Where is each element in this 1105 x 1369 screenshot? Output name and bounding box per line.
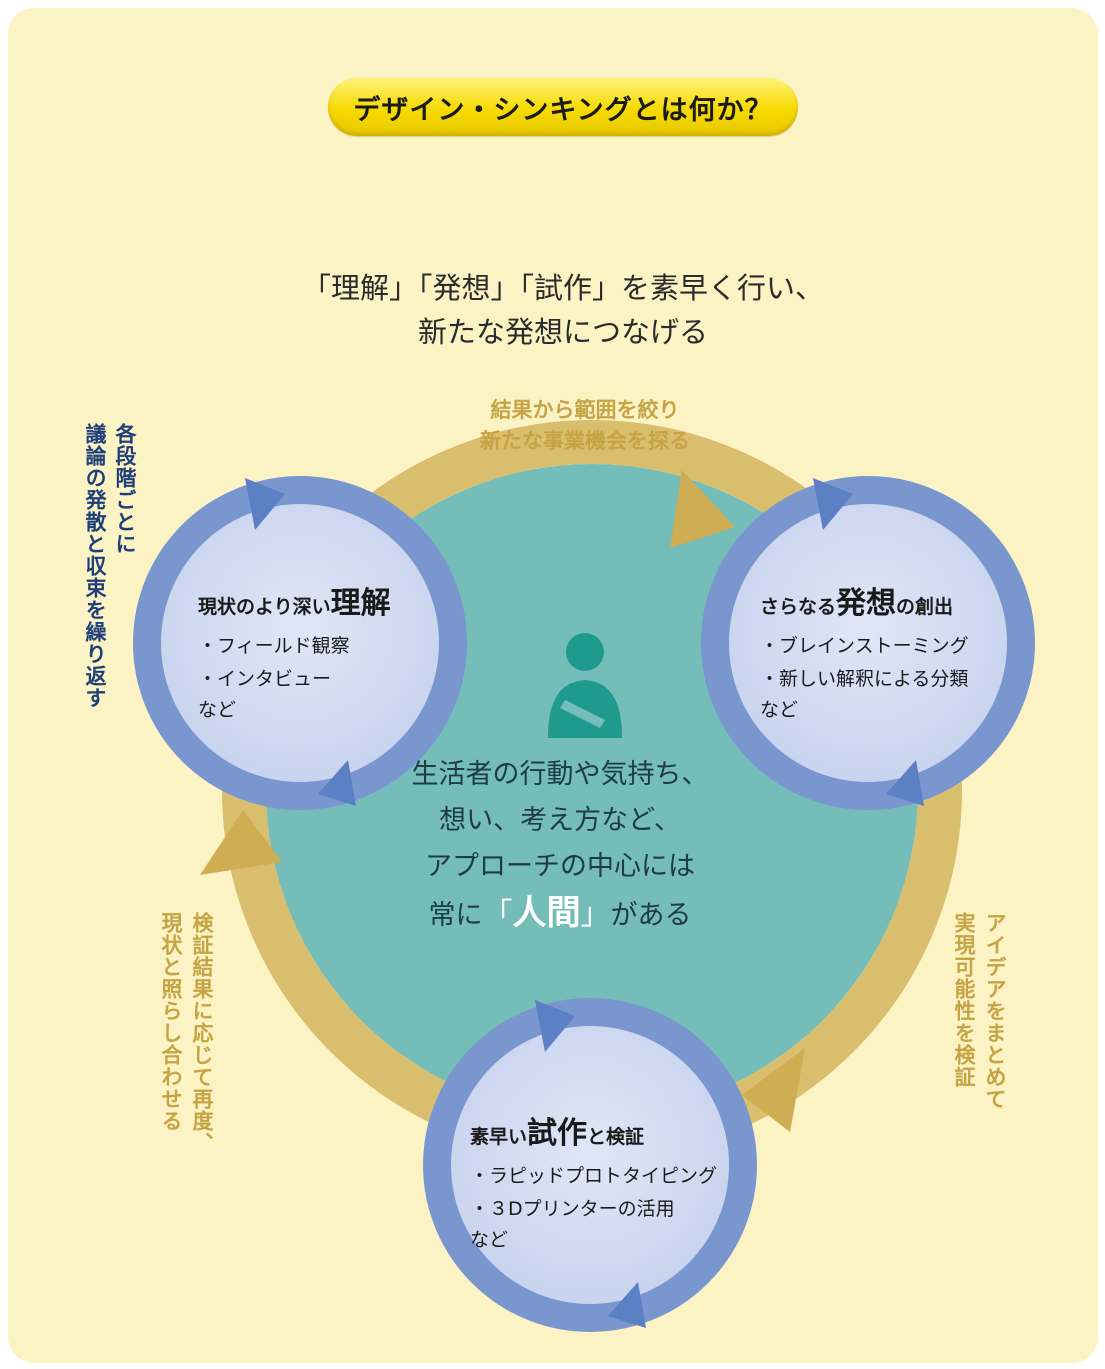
stage-ideate-key: 発想 [836, 586, 897, 621]
stage-prototype-etc: など [470, 1229, 509, 1251]
center-last-pre: 常に [428, 900, 483, 931]
stage-prototype: 素早い試作と検証 ・ラピッドプロトタイピング ・３Dプリンターの活用 など [470, 1108, 718, 1254]
transition-top-line-2: 新たな事業機会を探る [480, 429, 690, 453]
stage-prototype-ring [423, 998, 757, 1332]
center-open-bracket: 「 [482, 897, 513, 932]
stage-prototype-pre: 素早い [470, 1126, 528, 1148]
subtitle-line-1: 「理解」「発想」「試作」を素早く行い、 [301, 271, 824, 305]
stage-ideate-item-2: ・新しい解釈による分類 [760, 668, 969, 690]
stage-prototype-post: と検証 [587, 1126, 645, 1148]
transition-right-line-2: 実現可能性を検証 [952, 912, 976, 1088]
transition-top-line-1: 結果から範囲を絞り [490, 398, 680, 422]
stage-prototype-item-2: ・３Dプリンターの活用 [470, 1198, 675, 1220]
title-badge: デザイン・シンキングとは何か？ [328, 78, 798, 136]
stage-ideate-post: の創出 [896, 596, 954, 618]
transition-prototype-to-understand: 検証結果に応じて再度、 現状と照らし合わせる [155, 912, 217, 1154]
arrow-top-right [670, 470, 735, 548]
arrow-bottom-right [742, 1048, 805, 1132]
person-icon [548, 633, 622, 738]
stage-understand-item-1: ・フィールド観察 [198, 635, 350, 657]
stage-understand-pre: 現状のより深い [198, 596, 331, 618]
stage-understand-heading: 現状のより深い理解 [198, 578, 438, 622]
center-message: 生活者の行動や気持ち、 想い、考え方など、 アプローチの中心には 常に「人間」が… [395, 752, 725, 939]
transition-right-line-1: アイデアをまとめて [983, 912, 1007, 1110]
transition-ideate-to-prototype: アイデアをまとめて 実現可能性を検証 [948, 912, 1010, 1110]
stage-prototype-item-1: ・ラピッドプロトタイピング [470, 1165, 718, 1187]
stage-ideate: さらなる発想の創出 ・ブレインストーミング ・新しい解釈による分類 など [760, 578, 1000, 724]
arrow-left-up [200, 810, 282, 875]
stage-ideate-etc: など [760, 699, 799, 721]
stage-understand-key: 理解 [330, 586, 391, 621]
stage-understand: 現状のより深い理解 ・フィールド観察 ・インタビュー など [198, 578, 438, 724]
stage-ideate-heading: さらなる発想の創出 [760, 578, 1000, 622]
stage-understand-list: ・フィールド観察 ・インタビュー [198, 630, 438, 696]
transition-left-line-2: 現状と照らし合わせる [159, 912, 183, 1132]
left-note-line-2: 議論の発散と収束を繰り返す [83, 423, 107, 709]
transition-understand-to-ideate: 結果から範囲を絞り 新たな事業機会を探る [420, 395, 750, 457]
center-line-1: 生活者の行動や気持ち、 [411, 759, 709, 790]
left-note: 各段階ごとに 議論の発散と収束を繰り返す [80, 423, 140, 709]
stage-understand-ring [133, 476, 467, 810]
left-note-line-1: 各段階ごとに [113, 423, 137, 555]
stage-ideate-list: ・ブレインストーミング ・新しい解釈による分類 [760, 630, 1000, 696]
transition-left-line-1: 検証結果に応じて再度、 [190, 912, 214, 1154]
stage-prototype-key: 試作 [527, 1116, 588, 1151]
page-title: デザイン・シンキングとは何か？ [353, 94, 773, 126]
stage-understand-etc: など [198, 699, 237, 721]
subtitle: 「理解」「発想」「試作」を素早く行い、 新たな発想につなげる [258, 266, 868, 354]
center-last-post: がある [610, 900, 692, 931]
stage-prototype-list: ・ラピッドプロトタイピング ・３Dプリンターの活用 [470, 1160, 718, 1226]
stage-ideate-pre: さらなる [760, 596, 837, 618]
stage-ideate-ring [701, 476, 1035, 810]
stage-ideate-item-1: ・ブレインストーミング [760, 635, 969, 657]
center-close-bracket: 」 [580, 897, 611, 932]
center-line-2: 想い、考え方など、 [439, 805, 681, 836]
subtitle-line-2: 新たな発想につなげる [417, 315, 708, 349]
stage-understand-item-2: ・インタビュー [198, 668, 332, 690]
center-human: 人間 [512, 893, 581, 933]
center-line-3: アプローチの中心には [425, 851, 695, 882]
center-line-4: 常に「人間」がある [395, 890, 725, 939]
stage-prototype-heading: 素早い試作と検証 [470, 1108, 710, 1152]
